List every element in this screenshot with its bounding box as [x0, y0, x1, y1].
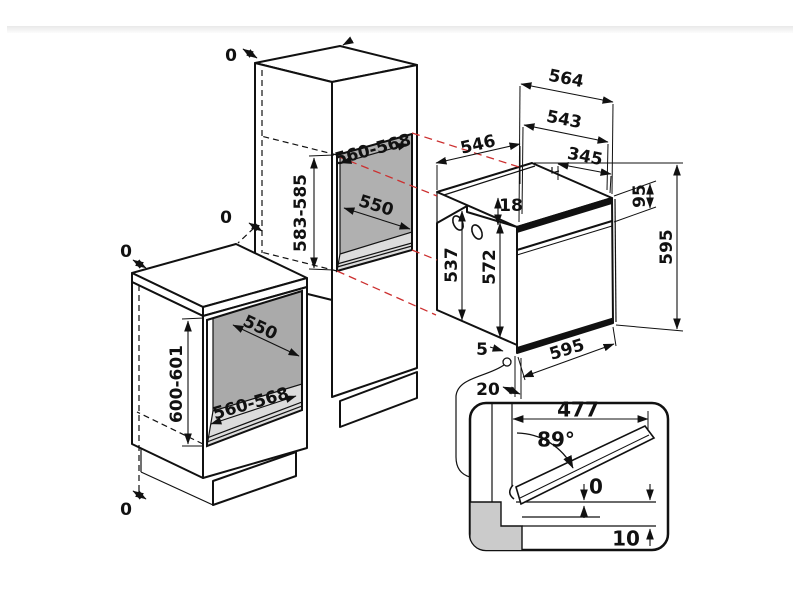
dim-door-flush-gap: 0: [589, 475, 603, 499]
tall-niche-shelf-line: [337, 245, 412, 268]
callout-point-circle: [502, 357, 512, 367]
dim-oven-body-height: 537: [442, 247, 462, 283]
dim-door-angle: 89°: [537, 428, 575, 452]
tall-gap-dash: [237, 227, 255, 244]
page-top-strip: [7, 26, 793, 33]
inset-door-hinge: [508, 484, 515, 500]
oven-side-vent-hole: [471, 224, 483, 240]
oven-control-panel-divider: [516, 220, 613, 251]
tall-hidden-floor: [260, 251, 338, 272]
dim-tall-niche-height: 583-585: [291, 174, 311, 252]
inset-door-inner-line: [519, 434, 650, 499]
inset-open-door: [515, 424, 656, 506]
base-niche-opening: [206, 289, 303, 448]
tall-hidden-soffit: [260, 135, 338, 156]
dim-door-bottom-clearance: 10: [612, 527, 640, 551]
door-detail-callout: [455, 357, 512, 478]
dim-tall-gap-side: 0: [220, 208, 232, 228]
dim-oven-depth: 546: [458, 131, 497, 158]
dim-door-projection: 477: [557, 398, 599, 422]
oven: [436, 162, 617, 354]
door-detail-inset: 477 89° 0 10: [468, 398, 670, 552]
wall-contact-arrow: [342, 36, 354, 46]
dim-oven-overall-height: 595: [657, 229, 677, 265]
base-cabinet-plinth: [212, 451, 297, 506]
oven-right-return-edge: [614, 198, 617, 323]
dim-tall-gap-top: 0: [225, 46, 237, 66]
dim-base-niche-height: 600-601: [167, 345, 187, 423]
dim-oven-bottom-gap: 5: [476, 340, 488, 360]
base-cabinet: [131, 243, 308, 506]
dim-oven-overall-width: 564: [547, 66, 586, 92]
dim-base-gap-bottom: 0: [120, 500, 132, 520]
dim-oven-body-width: 543: [545, 107, 584, 133]
tall-cabinet-plinth: [339, 371, 418, 428]
base-hidden-floor: [136, 411, 204, 445]
oven-top-vent-notch: [551, 167, 560, 174]
base-plinth-bottom: [140, 471, 214, 506]
tall-niche-shelf-line: [337, 242, 412, 265]
dim-base-gap-top: 0: [120, 242, 132, 262]
inset-angle-arc: [516, 432, 574, 469]
oven-door-top-line: [516, 225, 613, 256]
callout-leader-line: [455, 364, 505, 478]
oven-top-trim-band: [517, 198, 612, 233]
dim-oven-plinth-recess: 20: [476, 380, 500, 400]
dim-oven-panel-height: 95: [630, 184, 650, 208]
dim-oven-top-clearance: 18: [499, 196, 523, 216]
dim-oven-front-height: 572: [480, 249, 500, 285]
